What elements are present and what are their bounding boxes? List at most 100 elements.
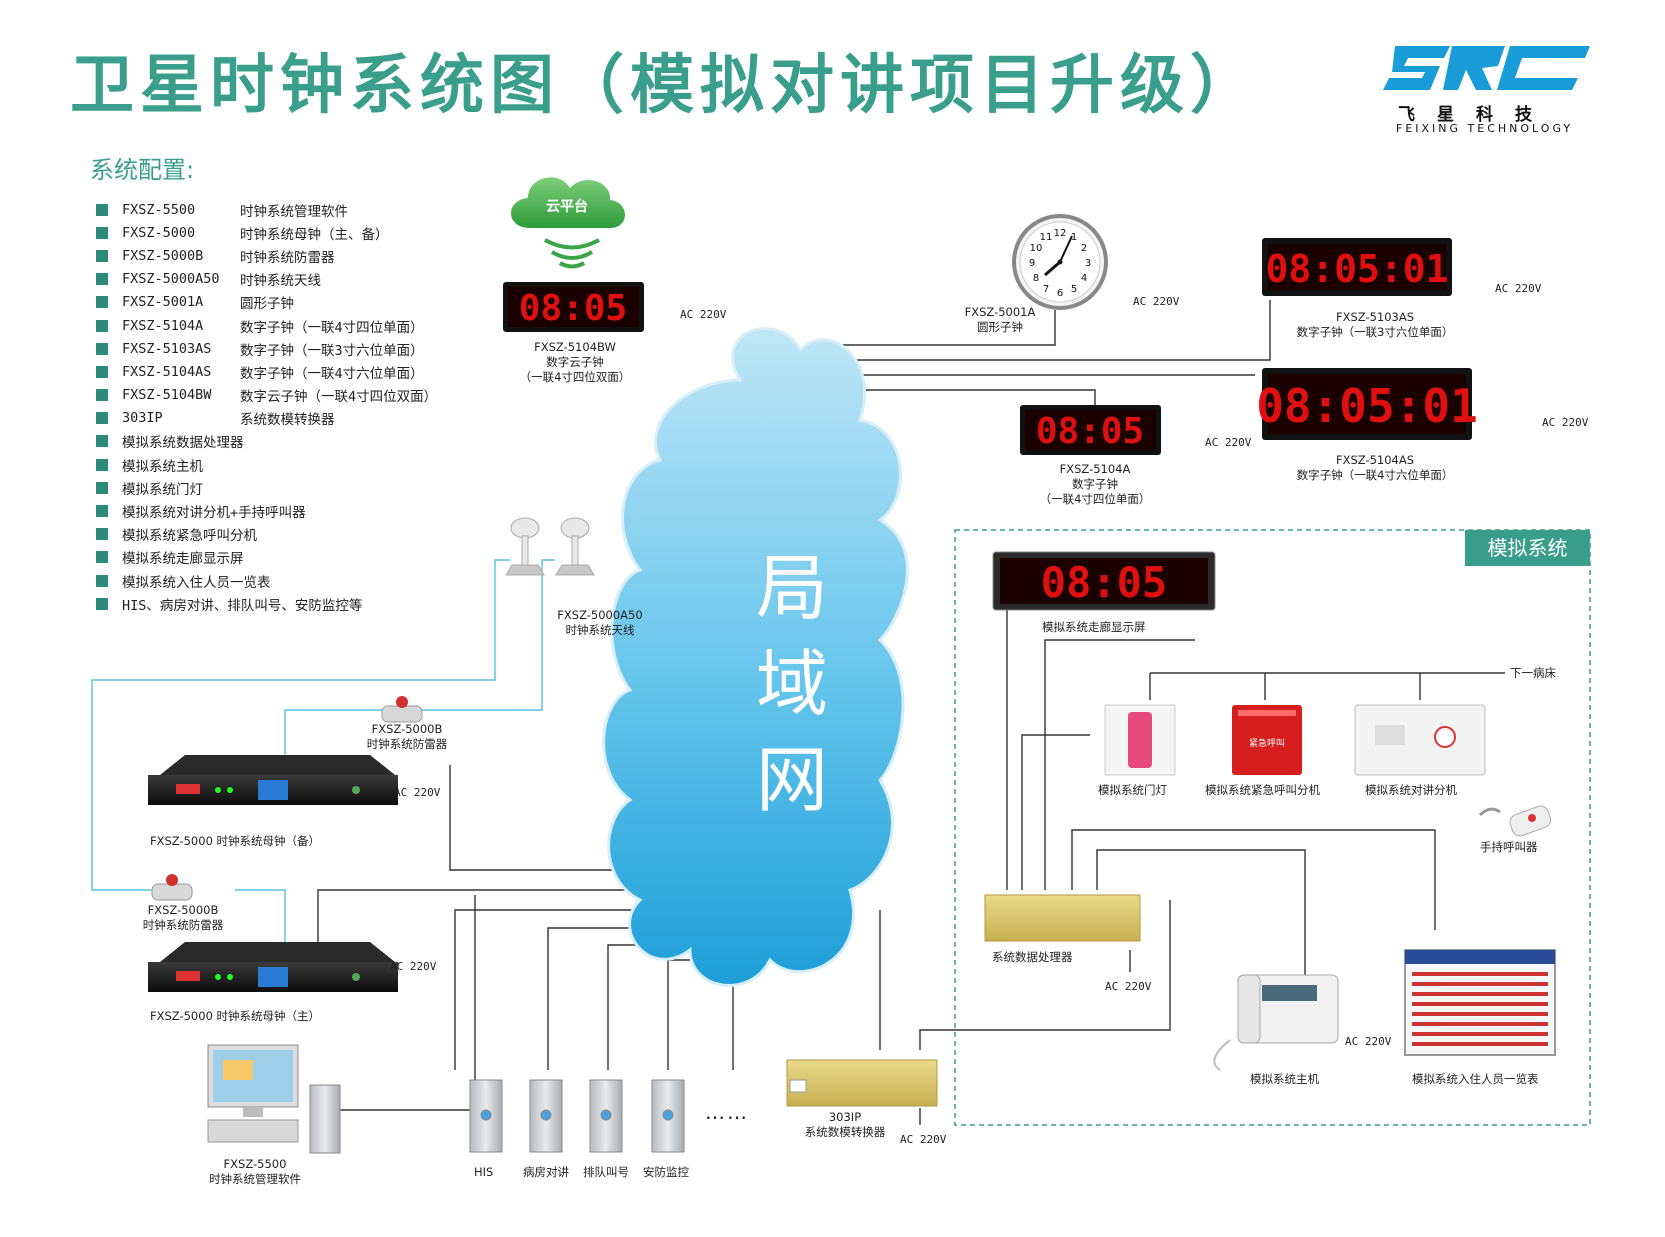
server-label-ward: 病房对讲 bbox=[523, 1165, 569, 1179]
bullet-square-icon bbox=[96, 412, 108, 425]
emergency-label: 模拟系统紧急呼叫分机 bbox=[1205, 783, 1320, 797]
config-desc: 圆形子钟 bbox=[240, 296, 294, 313]
page-title: 卫星时钟系统图（模拟对讲项目升级） bbox=[70, 49, 1260, 123]
svg-text:12: 12 bbox=[1054, 228, 1067, 239]
svg-text:4: 4 bbox=[1081, 273, 1087, 284]
sim-system-tag: 模拟系统 bbox=[1465, 530, 1590, 566]
config-item: 模拟系统主机 bbox=[96, 453, 437, 476]
config-desc: 模拟系统门灯 bbox=[122, 481, 203, 498]
config-model: FXSZ-5000 bbox=[122, 224, 196, 241]
bullet-square-icon bbox=[96, 296, 108, 309]
intercom-device bbox=[1354, 704, 1486, 776]
corridor-display-device: 08:05 bbox=[992, 551, 1216, 611]
power-converter: AC 220V bbox=[900, 1133, 947, 1146]
antenna-lines bbox=[91, 559, 555, 952]
clock-5104a-digits: 08:05 bbox=[1036, 411, 1144, 452]
clock-5103as-device: 08:05:01 bbox=[1262, 238, 1452, 296]
clock-5104as-digits: 08:05:01 bbox=[1256, 379, 1478, 433]
config-model: FXSZ-5104AS bbox=[122, 363, 212, 380]
config-heading: 系统配置: bbox=[90, 156, 195, 184]
cloud-platform-icon bbox=[510, 177, 625, 269]
arrester-top-icon bbox=[381, 696, 423, 723]
config-item: 模拟系统门灯 bbox=[96, 476, 437, 499]
clock-5104a-device: 08:05 bbox=[1020, 405, 1161, 455]
svg-text:3: 3 bbox=[1085, 258, 1091, 269]
config-desc: 模拟系统主机 bbox=[122, 458, 203, 475]
cloud-platform-label: 云平台 bbox=[546, 199, 588, 215]
bullet-square-icon bbox=[96, 597, 108, 610]
door-light-device bbox=[1104, 704, 1176, 776]
svg-text:2: 2 bbox=[1081, 243, 1087, 254]
bullet-square-icon bbox=[96, 249, 108, 262]
config-item: 模拟系统走廊显示屏 bbox=[96, 546, 437, 569]
next-bed-label: 下一病床 bbox=[1510, 666, 1556, 680]
data-processor-device bbox=[984, 894, 1141, 942]
svg-text:1: 1 bbox=[1071, 232, 1077, 243]
network-lines bbox=[317, 300, 1505, 1125]
svg-text:11: 11 bbox=[1040, 232, 1053, 243]
lan-char-1: 局 bbox=[755, 546, 828, 630]
power-cloud-clock: AC 220V bbox=[680, 308, 727, 321]
config-desc: 数字子钟（一联4寸六位单面） bbox=[240, 365, 424, 382]
bullet-square-icon bbox=[96, 574, 108, 587]
arrester-bottom-icon bbox=[151, 874, 193, 901]
config-model: FXSZ-5500 bbox=[122, 201, 196, 218]
server-label-queue: 排队叫号 bbox=[583, 1165, 629, 1179]
config-model: FXSZ-5104A bbox=[122, 317, 204, 334]
bullet-square-icon bbox=[96, 273, 108, 286]
config-desc: 模拟系统对讲分机+手持呼叫器 bbox=[122, 505, 306, 522]
svg-text:5: 5 bbox=[1071, 284, 1077, 295]
svg-text:8: 8 bbox=[1033, 273, 1039, 284]
residents-board-device bbox=[1404, 949, 1556, 1056]
config-desc: 模拟系统走廊显示屏 bbox=[122, 551, 244, 568]
host-label: 模拟系统主机 bbox=[1250, 1072, 1319, 1086]
src-logo-mark bbox=[1383, 46, 1590, 90]
master-main-label: FXSZ-5000 时钟系统母钟（主） bbox=[150, 1009, 321, 1023]
corridor-label: 模拟系统走廊显示屏 bbox=[1042, 620, 1146, 634]
processor-label: 系统数据处理器 bbox=[992, 950, 1073, 964]
intercom-label: 模拟系统对讲分机 bbox=[1365, 783, 1457, 797]
svg-text:6: 6 bbox=[1057, 288, 1063, 299]
config-item: 模拟系统紧急呼叫分机 bbox=[96, 523, 437, 546]
power-host: AC 220V bbox=[1345, 1035, 1392, 1048]
server-icons bbox=[469, 1079, 685, 1153]
config-model: FXSZ-5103AS bbox=[122, 340, 212, 357]
config-desc: 系统数模转换器 bbox=[240, 412, 335, 429]
config-desc: 模拟系统紧急呼叫分机 bbox=[122, 528, 257, 545]
converter-303ip-device bbox=[786, 1059, 938, 1107]
config-desc: 时钟系统防雷器 bbox=[240, 249, 335, 266]
corridor-digits: 08:05 bbox=[1041, 558, 1167, 607]
config-item: 模拟系统对讲分机+手持呼叫器 bbox=[96, 499, 437, 522]
master-clock-backup-device bbox=[148, 755, 398, 805]
door-light-label: 模拟系统门灯 bbox=[1098, 783, 1167, 797]
lan-char-3: 网 bbox=[755, 738, 828, 822]
server-label-his: HIS bbox=[474, 1165, 494, 1179]
power-5104a: AC 220V bbox=[1205, 436, 1252, 449]
bullet-square-icon bbox=[96, 505, 108, 518]
sim-system-frame bbox=[954, 529, 1591, 1126]
bullet-square-icon bbox=[96, 365, 108, 378]
config-desc: 数字云子钟（一联4寸四位双面） bbox=[240, 389, 438, 406]
config-desc: 模拟系统数据处理器 bbox=[122, 435, 244, 452]
config-desc: 数字子钟（一联4寸四位单面） bbox=[240, 319, 424, 336]
config-item: 模拟系统数据处理器 bbox=[96, 430, 437, 453]
svg-text:10: 10 bbox=[1030, 243, 1043, 254]
lan-char-2: 域 bbox=[755, 642, 828, 726]
